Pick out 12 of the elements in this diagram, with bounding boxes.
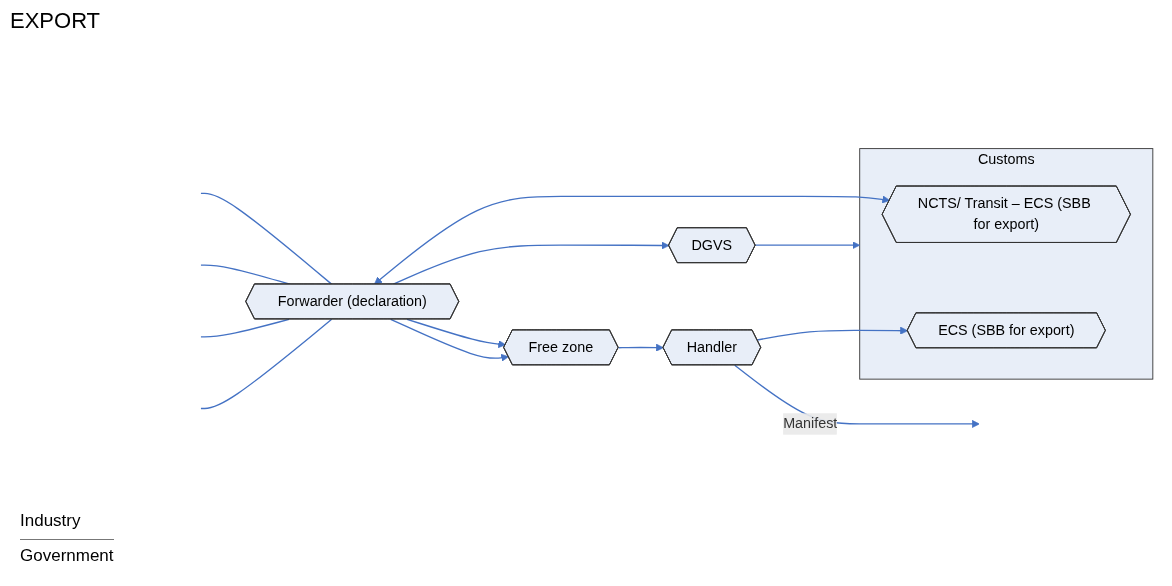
edge-label: Manifest — [783, 415, 838, 432]
connector — [200, 318, 333, 410]
arrow — [374, 195, 891, 285]
arrow — [617, 343, 664, 352]
arrow — [390, 318, 509, 362]
arrow — [406, 318, 506, 349]
diagram-title: EXPORT — [10, 8, 101, 34]
connector — [200, 318, 290, 338]
arrow — [754, 241, 861, 250]
zone-label: Industry — [20, 510, 82, 531]
arrow — [756, 326, 908, 341]
zone-label: Government — [20, 539, 114, 566]
